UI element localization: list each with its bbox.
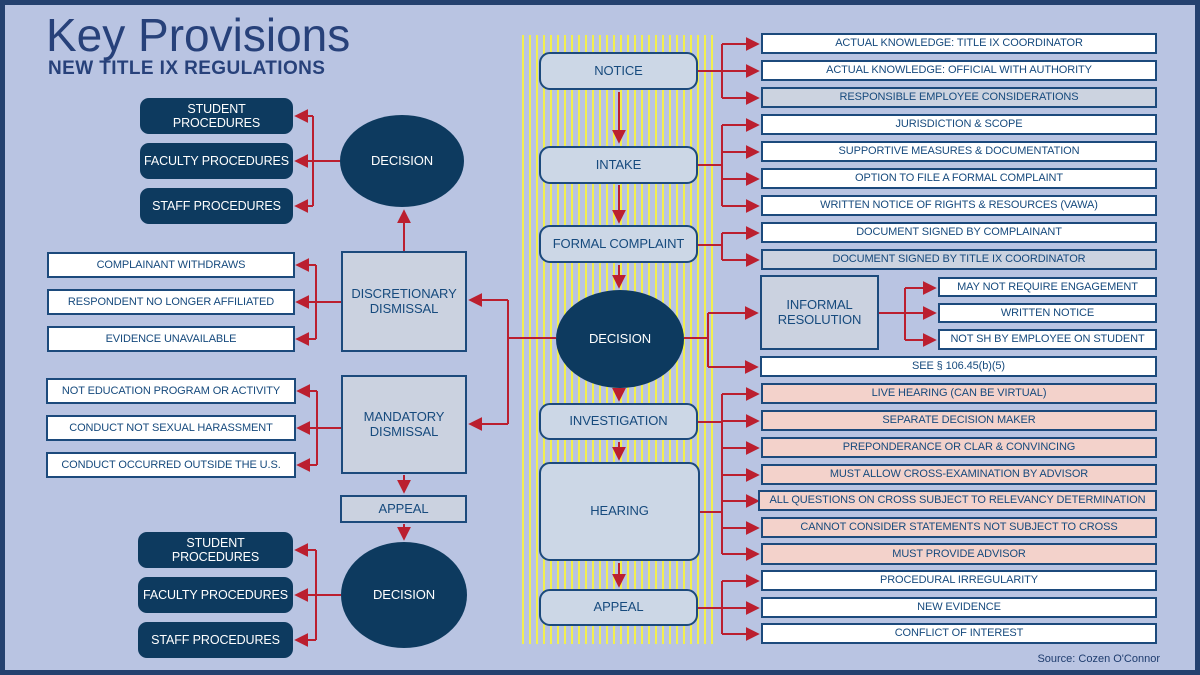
left-appeal-box: APPEAL [340,495,467,523]
formal-complaint-detail-row: DOCUMENT SIGNED BY TITLE IX COORDINATOR [761,249,1157,270]
notice-detail-row: ACTUAL KNOWLEDGE: OFFICIAL WITH AUTHORIT… [761,60,1157,81]
flow-step-appeal: APPEAL [539,589,698,626]
flow-step-hearing: HEARING [539,462,700,561]
mandatory-reason-box: CONDUCT OCCURRED OUTSIDE THE U.S. [46,452,296,478]
mandatory-reason-box: NOT EDUCATION PROGRAM OR ACTIVITY [46,378,296,404]
flow-step-formal-complaint: FORMAL COMPLAINT [539,225,698,263]
hearing-detail-row: ALL QUESTIONS ON CROSS SUBJECT TO RELEVA… [758,490,1157,511]
informal-detail-row: WRITTEN NOTICE [938,303,1157,323]
staff-procedures-box: STAFF PROCEDURES [140,188,293,224]
hearing-detail-row: LIVE HEARING (CAN BE VIRTUAL) [761,383,1157,404]
decision-ellipse-center: DECISION [556,290,684,388]
notice-detail-row: RESPONSIBLE EMPLOYEE CONSIDERATIONS [761,87,1157,108]
informal-detail-row: NOT SH BY EMPLOYEE ON STUDENT [938,329,1157,350]
hearing-detail-row: SEPARATE DECISION MAKER [761,410,1157,431]
discretionary-reason-box: EVIDENCE UNAVAILABLE [47,326,295,352]
intake-detail-row: WRITTEN NOTICE OF RIGHTS & RESOURCES (VA… [761,195,1157,216]
decision-ellipse-bottom: DECISION [341,542,467,648]
hearing-detail-row: PREPONDERANCE OR CLAR & CONVINCING [761,437,1157,458]
formal-complaint-detail-row: DOCUMENT SIGNED BY COMPLAINANT [761,222,1157,243]
intake-detail-row: SUPPORTIVE MEASURES & DOCUMENTATION [761,141,1157,162]
faculty-procedures-box: FACULTY PROCEDURES [138,577,293,613]
notice-detail-row: ACTUAL KNOWLEDGE: TITLE IX COORDINATOR [761,33,1157,54]
flow-step-investigation: INVESTIGATION [539,403,698,440]
hearing-detail-row: CANNOT CONSIDER STATEMENTS NOT SUBJECT T… [761,517,1157,538]
page-title: Key Provisions [46,9,351,61]
source-credit: Source: Cozen O'Connor [1037,653,1160,665]
hearing-detail-row: MUST ALLOW CROSS-EXAMINATION BY ADVISOR [761,464,1157,485]
informal-resolution-box: INFORMAL RESOLUTION [760,275,879,350]
appeal-detail-row: NEW EVIDENCE [761,597,1157,618]
page-subtitle: NEW TITLE IX REGULATIONS [48,58,326,79]
intake-detail-row: OPTION TO FILE A FORMAL COMPLAINT [761,168,1157,189]
discretionary-reason-box: RESPONDENT NO LONGER AFFILIATED [47,289,295,315]
decision-ellipse-top: DECISION [340,115,464,207]
intake-detail-row: JURISDICTION & SCOPE [761,114,1157,135]
appeal-detail-row: PROCEDURAL IRREGULARITY [761,570,1157,591]
hearing-detail-row: MUST PROVIDE ADVISOR [761,543,1157,565]
student-procedures-box: STUDENT PROCEDURES [138,532,293,568]
discretionary-dismissal-box: DISCRETIONARY DISMISSAL [341,251,467,352]
flow-step-intake: INTAKE [539,146,698,184]
faculty-procedures-box: FACULTY PROCEDURES [140,143,293,179]
appeal-detail-row: CONFLICT OF INTEREST [761,623,1157,644]
flow-step-notice: NOTICE [539,52,698,90]
student-procedures-box: STUDENT PROCEDURES [140,98,293,134]
discretionary-reason-box: COMPLAINANT WITHDRAWS [47,252,295,278]
mandatory-dismissal-box: MANDATORY DISMISSAL [341,375,467,474]
mandatory-reason-box: CONDUCT NOT SEXUAL HARASSMENT [46,415,296,441]
staff-procedures-box: STAFF PROCEDURES [138,622,293,658]
investigation-detail-row: SEE § 106.45(b)(5) [760,356,1157,377]
informal-detail-row: MAY NOT REQUIRE ENGAGEMENT [938,277,1157,297]
